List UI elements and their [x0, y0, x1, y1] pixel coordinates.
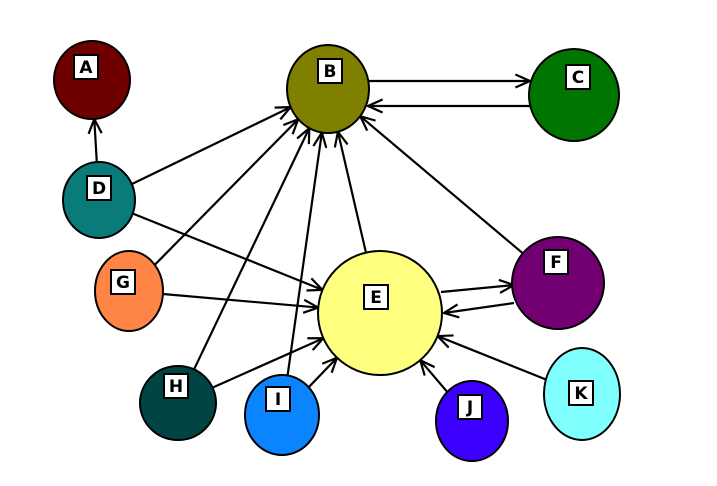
node-label-box — [457, 394, 483, 420]
arrowhead — [365, 98, 384, 114]
node-circle — [435, 380, 509, 462]
node-label-box — [86, 175, 112, 201]
node-label: A — [79, 58, 93, 78]
edge-line — [437, 335, 547, 381]
edge-d-to-a — [87, 116, 103, 163]
node-a: A — [53, 40, 131, 120]
edge-line — [307, 356, 338, 389]
edge-d-to-b — [131, 105, 294, 186]
node-label-box — [73, 54, 99, 80]
node-circle — [139, 365, 217, 441]
edge-f-to-b — [358, 114, 524, 255]
edge-k-to-e — [435, 334, 547, 381]
node-label: D — [92, 179, 106, 199]
node-label: K — [574, 384, 588, 404]
edge-line — [443, 301, 515, 315]
node-g: G — [94, 250, 164, 332]
edge-i-to-e — [307, 355, 339, 389]
node-label-box — [163, 373, 189, 399]
node-label-box — [565, 64, 591, 90]
edge-g-to-b — [153, 117, 301, 266]
node-label-box — [543, 249, 569, 275]
node-label-box — [568, 380, 594, 406]
edge-e-to-b — [333, 129, 368, 253]
node-circle — [317, 250, 443, 376]
edge-line — [286, 132, 323, 376]
node-h: H — [139, 365, 217, 441]
edge-e-to-f — [440, 278, 517, 294]
node-circle — [511, 236, 605, 330]
edge-line — [162, 292, 319, 309]
edge-line — [336, 131, 368, 253]
edge-f-to-e — [441, 301, 515, 319]
node-c: C — [528, 48, 620, 142]
node-circle — [244, 374, 320, 456]
node-d: D — [62, 161, 136, 239]
edge-line — [419, 359, 449, 393]
node-label-box — [317, 58, 343, 84]
edge-line — [193, 127, 311, 370]
edge-g-to-e — [162, 292, 321, 314]
node-b: B — [286, 44, 370, 134]
node-label-box — [110, 269, 136, 295]
node-label: I — [275, 390, 281, 410]
node-label: E — [370, 288, 382, 308]
edge-line — [153, 118, 299, 266]
node-label: J — [466, 398, 473, 418]
edge-h-to-b — [193, 125, 311, 370]
node-circle — [286, 44, 370, 134]
edge-j-to-e — [418, 358, 449, 393]
edge-c-to-b — [365, 98, 530, 114]
node-f: F — [511, 236, 605, 330]
edge-line — [212, 337, 324, 389]
node-label-box — [363, 284, 389, 310]
edge-line — [131, 106, 292, 186]
node-label-box — [265, 386, 291, 412]
edge-line — [440, 283, 515, 294]
edge-b-to-c — [368, 73, 533, 89]
node-label: B — [324, 62, 337, 82]
node-e: E — [317, 250, 443, 376]
node-j: J — [435, 380, 509, 462]
arrowhead — [441, 303, 460, 319]
edge-line — [93, 118, 98, 163]
node-label: H — [169, 377, 183, 397]
node-k: K — [543, 347, 621, 441]
edge-line — [359, 115, 524, 255]
node-circle — [528, 48, 620, 142]
node-label: F — [550, 253, 562, 273]
node-label: C — [572, 68, 584, 88]
node-label: G — [116, 273, 130, 293]
node-i: I — [244, 374, 320, 456]
nodes-layer: A B C D E F G H I J K — [53, 40, 621, 462]
edge-line — [132, 212, 323, 291]
edges-layer — [87, 73, 547, 393]
